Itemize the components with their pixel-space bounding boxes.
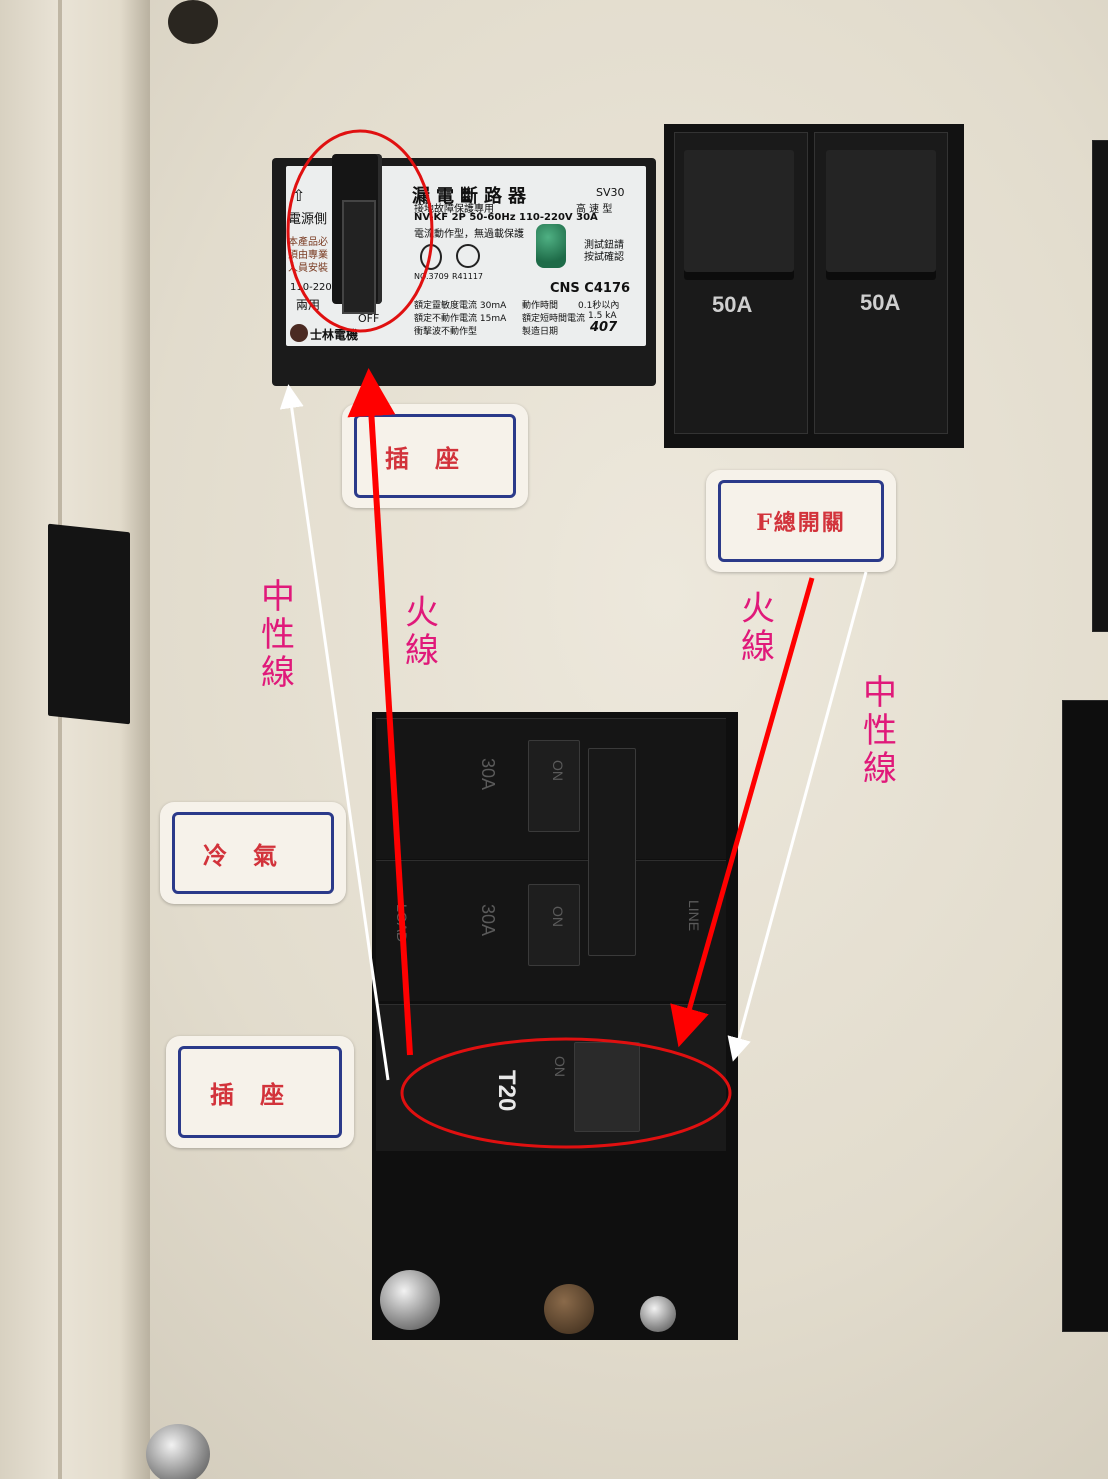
elcb-cert2: R41117 — [452, 272, 484, 281]
elcb-type-line: 電流動作型，無過載保護 — [414, 229, 524, 240]
elcb-brand: 士林電機 — [310, 328, 359, 342]
annotation-neutral-left: 中性線 — [261, 577, 295, 693]
elcb-row3b: 製造日期 — [522, 327, 559, 337]
elcb-source-side: 電源側 — [288, 212, 328, 227]
elcb-row1a: 額定靈敏度電流 30mA — [414, 301, 507, 311]
elcb-spec-line: NV-KF 2P 50-60Hz 110-220V 30A — [414, 212, 598, 223]
branch-breaker-clip — [588, 748, 636, 956]
elcb-voltage: 110-220V — [290, 282, 339, 293]
sticker-aircon: 冷氣 — [160, 802, 346, 904]
main-breaker-left-rating: 50A — [712, 292, 753, 317]
arrow-neutral-right — [727, 571, 868, 1062]
main-breaker-right-rating: 50A — [860, 290, 901, 315]
annotation-neutral-right: 中性線 — [863, 673, 897, 789]
terminal-screw-left — [380, 1270, 440, 1330]
elcb-title: 漏電斷路器 — [412, 186, 532, 207]
elcb-row2a: 額定不動作電流 15mA — [414, 314, 507, 324]
terminal-screw-right — [640, 1296, 676, 1332]
branch-breaker-1-handle[interactable] — [528, 740, 580, 832]
sticker-main-switch-label: F總開關 — [718, 480, 884, 562]
sticker-outlet-bottom-label: 插座 — [178, 1046, 342, 1138]
arrow-live-right — [670, 577, 815, 1048]
right-breaker-stack — [1062, 700, 1108, 1332]
elcb-row2b: 額定短時間電流 — [522, 314, 586, 324]
elcb-row3c: 407 — [590, 320, 618, 335]
elcb-row1c: 0.1秒以內 — [578, 301, 620, 311]
main-breaker-right-handle[interactable] — [826, 150, 936, 280]
highlight-circle-t20-breaker — [400, 1037, 732, 1149]
elcb-speed: 高 速 型 — [576, 204, 613, 215]
panel-hole — [168, 0, 218, 44]
elcb-notice: 本產品必須由專業人員安裝 — [288, 237, 328, 274]
elcb-off-label: OFF — [358, 312, 380, 325]
branch-breaker-2-handle[interactable] — [528, 884, 580, 966]
door-frame — [0, 0, 150, 1479]
branch-breaker-3-handle[interactable] — [574, 1042, 640, 1132]
sticker-outlet-bottom: 插座 — [166, 1036, 354, 1148]
elcb-test-button[interactable] — [536, 224, 566, 268]
inspection-mark-icon — [456, 244, 480, 268]
sticker-aircon-label: 冷氣 — [172, 812, 334, 894]
arrow-neutral-left — [279, 384, 390, 1081]
elcb-row1b: 動作時間 — [522, 301, 559, 311]
right-cutout-top — [1092, 140, 1108, 632]
elcb-cns: CNS C4176 — [550, 281, 631, 296]
terminal-screw-mid — [544, 1284, 594, 1334]
elcb-cert1: NO.3709 — [414, 272, 449, 281]
elcb-purpose: 接地故障保護專用 — [414, 204, 494, 215]
sticker-main-switch: F總開關 — [706, 470, 896, 572]
elcb-model: SV30 — [596, 186, 625, 199]
sticker-outlet-top-label: 插座 — [354, 414, 516, 498]
door-groove — [58, 0, 62, 1479]
highlight-circle-elcb-lever — [286, 129, 434, 333]
elcb-test-label: 測試鈕請按試確認 — [584, 240, 624, 263]
elcb-row3a: 衝擊波不動作型 — [414, 327, 478, 337]
elcb-row2c: 1.5 kA — [588, 311, 617, 321]
branch-breaker-3 — [376, 1004, 726, 1151]
annotation-live-right: 火線 — [741, 589, 775, 667]
panel-screw — [146, 1424, 210, 1479]
arrow-live-left — [347, 368, 413, 1056]
brand-logo-icon — [290, 324, 308, 342]
annotation-live-left: 火線 — [405, 593, 439, 671]
elcb-toggle-slot — [342, 200, 376, 314]
main-breaker-left-handle[interactable] — [684, 150, 794, 280]
